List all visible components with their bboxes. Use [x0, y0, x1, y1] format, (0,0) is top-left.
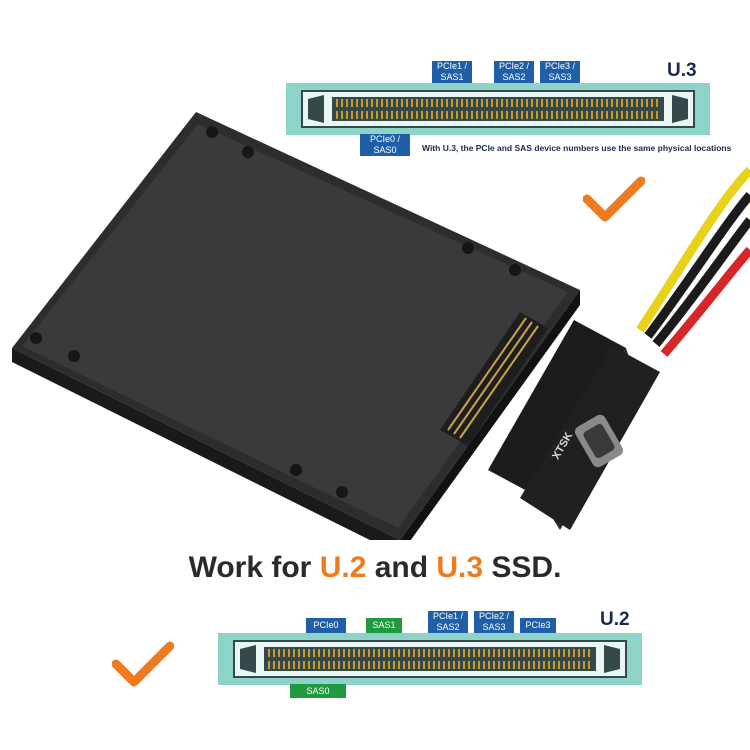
u2-label-pcie1-sas2: PCIe1 / SAS2 — [428, 611, 468, 633]
headline-u3: U.3 — [436, 551, 484, 584]
u3-label-pcie3-sas3: PCIe3 / SAS3 — [540, 61, 580, 83]
u3-label-pcie1-sas1: PCIe1 / SAS1 — [432, 61, 472, 83]
u3-label-pcie0-sas0: PCIe0 / SAS0 — [360, 134, 410, 156]
u2-label-sas0: SAS0 — [290, 684, 346, 698]
headline-part3: SSD. — [483, 551, 562, 584]
headline-part1: Work for — [188, 551, 320, 584]
u2-label-sas1: SAS1 — [366, 618, 402, 633]
u3-label-pcie2-sas2: PCIe2 / SAS2 — [494, 61, 534, 83]
u2-label-pcie2-sas3: PCIe2 / SAS3 — [474, 611, 514, 633]
u3-title: U.3 — [667, 60, 697, 81]
u2-connector-schematic — [218, 633, 642, 685]
check-icon — [112, 641, 174, 687]
headline-u2: U.2 — [319, 551, 367, 584]
headline-part2: and — [366, 551, 437, 584]
check-icon — [583, 176, 645, 222]
u2-label-pcie3: PCIe3 — [520, 618, 556, 633]
u3-note: With U.3, the PCIe and SAS device number… — [422, 143, 732, 153]
u2-label-pcie0: PCIe0 — [306, 618, 346, 633]
u2-title: U.2 — [600, 609, 630, 630]
u3-connector-schematic — [286, 83, 710, 135]
ssd-with-adapter-photo — [12, 112, 750, 540]
headline: Work for U.2 and U.3 SSD. — [0, 551, 750, 585]
